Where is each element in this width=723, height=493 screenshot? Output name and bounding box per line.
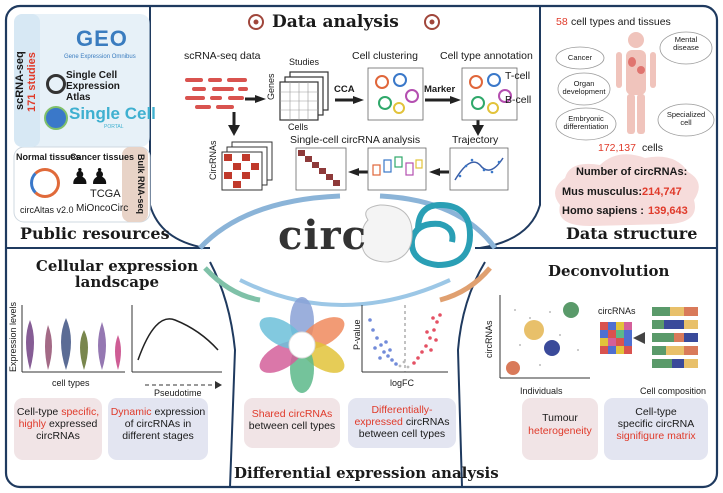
geo-subtitle: Gene Expression Omnibus — [64, 54, 136, 60]
deconv-card2-line1: Cell-type — [635, 406, 677, 418]
single-cell-portal-label: Single Cell — [69, 104, 156, 123]
cells-count: 172,137 — [598, 142, 636, 154]
circaltas-icon — [30, 168, 60, 198]
cellular-expression-title: Cellular expression landscape — [35, 257, 199, 291]
individuals-axis-label: Individuals — [520, 386, 563, 396]
cell-composition-label: Cell composition — [640, 386, 707, 396]
cell-types-text: cell types and tissues — [571, 16, 671, 28]
card2-rest: expression of circRNAs in different stag… — [122, 406, 206, 442]
category-mental-disease: Mental disease — [673, 35, 699, 52]
gear-icon-right — [424, 14, 440, 30]
card-tumour-heterogeneity: Tumour heterogeneity — [522, 398, 598, 460]
t-cell-label: T-cell — [505, 70, 531, 82]
sc-atlas-icon — [46, 74, 66, 94]
circrnas-y-axis-label: circRNAs — [484, 320, 494, 359]
cell-type-annotation-label: Cell type annotation — [440, 50, 533, 62]
card1-prefix: Cell-type — [16, 406, 59, 418]
deconv-card1-highlight: heterogeneity — [528, 425, 592, 437]
homo-sapiens-value: 139,643 — [648, 205, 688, 217]
normal-tissues-label: Normal tissues — [16, 152, 81, 162]
category-cancer: Cancer — [567, 53, 593, 62]
expression-levels-axis-label: Expression levels — [8, 301, 18, 372]
public-resources-title: Public resources — [20, 224, 170, 243]
person-icon: ♟♟ — [70, 164, 110, 189]
card-cell-type-specific: Cell-type specific, highly expressed cir… — [14, 398, 102, 460]
single-cell-analysis-label: Single-cell circRNA analysis — [290, 134, 421, 146]
circrnas-axis-label: CircRNAs — [208, 140, 218, 181]
diff-card1-rest: between cell types — [248, 420, 336, 432]
card-differentially-expressed: Differentially-expressed circRNAs betwee… — [348, 398, 456, 448]
card-dynamic-expression: Dynamic expression of circRNAs in differ… — [108, 398, 208, 460]
mus-musculus-label: Mus musculus: — [562, 186, 643, 198]
diff-card2-highlight: Differentially-expressed — [354, 404, 433, 428]
cells-label: Cells — [288, 122, 309, 132]
data-analysis-title: Data analysis — [272, 12, 399, 32]
marker-label: Marker — [424, 84, 456, 95]
category-embryonic-differentiation: Embryonic differentiation — [563, 114, 609, 131]
deconv-card1-line1: Tumour — [542, 412, 578, 424]
studies-label: Studies — [289, 57, 320, 67]
globe-icon — [44, 106, 68, 130]
card1-suffix: expressed circRNAs — [36, 418, 98, 442]
b-cell-label: B-cell — [505, 94, 532, 106]
homo-sapiens-label: Homo sapiens : — [562, 205, 644, 217]
cell-types-count: 58 — [556, 16, 568, 28]
cells-label: cells — [642, 142, 664, 154]
p-value-axis-label: P-value — [352, 319, 362, 350]
deconv-card2-line2: specific circRNA — [617, 418, 695, 430]
studies-count-label: 171 studies — [26, 52, 38, 112]
diff-card1-highlight: Shared circRNAs — [251, 408, 333, 420]
genes-label: Genes — [266, 73, 276, 100]
logfc-axis-label: logFC — [390, 378, 415, 388]
cell-types-axis-label: cell types — [52, 378, 90, 388]
card1-highlight: specific, highly — [18, 406, 100, 430]
category-organ-development: Organ development — [562, 79, 606, 96]
gear-icon-left — [248, 14, 264, 30]
bulk-rna-seq-label: Bulk RNA-seq — [136, 154, 146, 215]
mioncocirc-label: MiOncoCirc — [76, 203, 129, 214]
tcga-label: TCGA — [90, 188, 121, 200]
sc-atlas-label: Single Cell Expression Atlas — [66, 70, 120, 103]
trajectory-label: Trajectory — [452, 134, 499, 146]
geo-logo: GEO — [76, 26, 128, 51]
deconvolution-title: Deconvolution — [548, 262, 670, 280]
data-structure-title: Data structure — [566, 224, 698, 243]
mus-musculus-value: 214,747 — [642, 186, 682, 198]
card-shared-circrnas: Shared circRNAs between cell types — [244, 398, 340, 448]
category-specialized-cell: Specialized cell — [666, 110, 706, 127]
pseudotime-axis-label: Pseudotime — [154, 388, 202, 398]
circaltas-label: circAltas v2.0 — [20, 205, 74, 215]
deconv-card2-highlight: signifigure matrix — [616, 430, 696, 442]
heatmap-circrnas-label: circRNAs — [598, 306, 636, 316]
scrna-data-label: scRNA-seq data — [184, 50, 261, 62]
portal-sublabel: PORTAL — [104, 124, 124, 130]
diff-card2-rest: circRNAs between cell types — [358, 416, 450, 440]
cca-label: CCA — [334, 84, 355, 95]
differential-expression-title: Differential expression analysis — [234, 464, 499, 482]
card-signature-matrix: Cell-type specific circRNA signifigure m… — [604, 398, 708, 460]
num-circrnas-label: Number of circRNAs: — [576, 166, 688, 178]
cell-clustering-label: Cell clustering — [352, 50, 418, 62]
scrna-seq-label: scRNA-seq — [14, 51, 26, 110]
cancer-tissues-label: Cancer tissues — [70, 152, 135, 162]
circ-logo-text: circ — [278, 212, 367, 259]
card2-highlight: Dynamic — [110, 406, 152, 418]
